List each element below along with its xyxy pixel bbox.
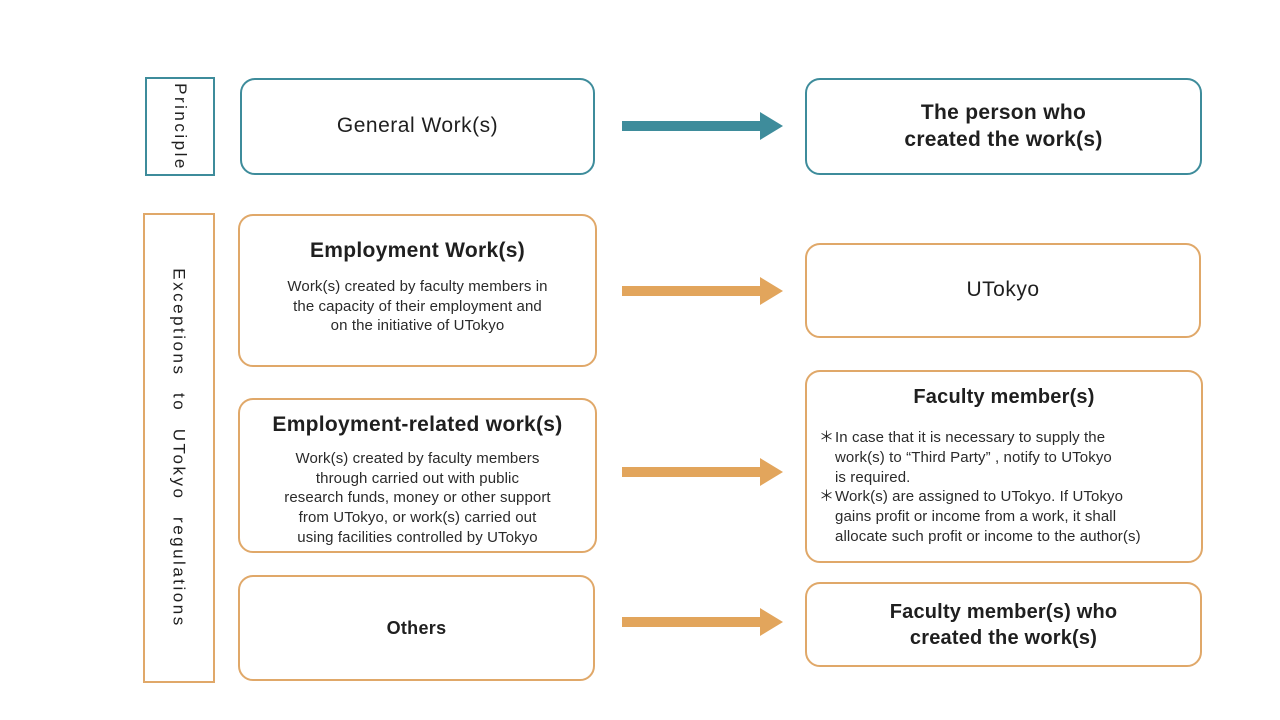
arrow-shaft [622,286,760,296]
faculty-note-item: ＊ In case that it is necessary to supply… [819,428,1193,487]
faculty-note-item: ＊ Work(s) are assigned to UTokyo. If UTo… [819,487,1193,546]
employment-works-title: Employment Work(s) [309,239,526,262]
others-box: Others [238,575,595,681]
employment-works-body: Work(s) created by faculty members in th… [287,277,548,335]
employment-related-body: Work(s) created by faculty members throu… [284,449,551,547]
exceptions-label: Exceptions to UTokyo regulations [170,268,189,628]
arrow-shaft [622,121,760,131]
faculty-created-label: Faculty member(s) who created the work(s… [889,600,1118,649]
employment-related-title: Employment-related work(s) [272,413,563,436]
employment-related-box: Employment-related work(s) Work(s) creat… [238,398,597,553]
asterisk-bullet-icon: ＊ [819,488,835,506]
exceptions-side-label-box: Exceptions to UTokyo regulations [143,213,215,683]
faculty-note-text: Work(s) are assigned to UTokyo. If UToky… [835,488,1141,545]
principle-side-label-box: Principle [145,77,215,176]
person-created-label: The person who created the work(s) [904,100,1103,151]
arrow-head [760,608,783,636]
arrow-related-to-faculty-icon [622,458,783,486]
faculty-members-title: Faculty member(s) [913,386,1095,408]
others-label: Others [386,617,447,638]
person-created-box: The person who created the work(s) [805,78,1202,175]
faculty-note-text: In case that it is necessary to supply t… [835,429,1112,486]
principle-label: Principle [171,82,191,171]
arrow-general-to-person-icon [622,112,783,140]
arrow-shaft [622,467,760,477]
arrow-shaft [622,617,760,627]
general-works-label: General Work(s) [336,114,499,138]
general-works-box: General Work(s) [240,78,595,175]
arrow-others-to-faculty-icon [622,608,783,636]
asterisk-bullet-icon: ＊ [819,429,835,446]
arrow-head [760,458,783,486]
faculty-created-box: Faculty member(s) who created the work(s… [805,582,1202,667]
arrow-employment-to-utokyo-icon [622,277,783,305]
utokyo-box: UTokyo [805,243,1201,338]
utokyo-label: UTokyo [966,278,1040,302]
employment-works-box: Employment Work(s) Work(s) created by fa… [238,214,597,367]
faculty-notes: ＊ In case that it is necessary to supply… [807,428,1201,547]
faculty-members-box: Faculty member(s) ＊ In case that it is n… [805,370,1203,563]
arrow-head [760,277,783,305]
arrow-head [760,112,783,140]
